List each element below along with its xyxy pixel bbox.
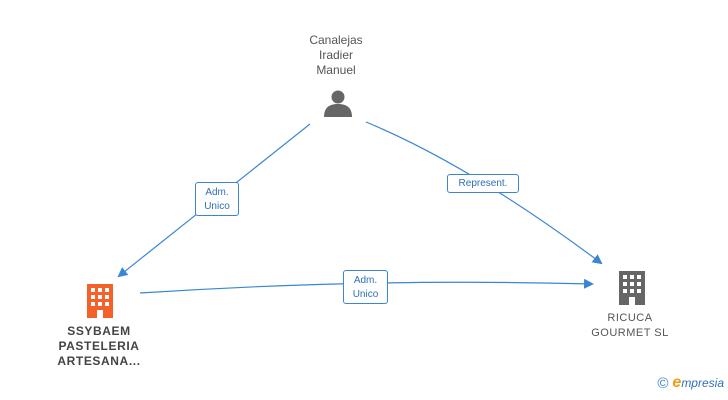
person-name-line-3: Manuel [316,63,356,77]
building-icon[interactable] [85,284,115,318]
brand-footer[interactable]: © e mpresia [657,374,724,392]
company-left-name-line-1: SSYBAEM [67,324,131,338]
company-right-name-line-1: RICUCA [607,312,653,324]
edge-2-label-line-1: Represent. [458,178,508,189]
company-right-name-line-2: GOURMET SL [591,327,669,339]
person-name-label[interactable]: Canalejas Iradier Manuel [296,33,376,78]
edge-label-adm-unico: Adm. Unico [343,270,388,304]
person-name-line-2: Iradier [318,48,353,62]
edge-3-label-line-2: Unico [352,289,379,300]
brand-logo-text: mpresia [681,376,724,390]
copyright-icon: © [657,374,669,392]
brand-logo-e: e [672,374,682,391]
person-icon[interactable] [323,89,353,117]
building-icon[interactable] [617,271,647,305]
company-right-name-label[interactable]: RICUCA GOURMET SL [578,311,682,341]
edge-1-label-line-1: Adm. [205,187,229,198]
edge-label-represent: Represent. [447,174,519,193]
person-name-line-1: Canalejas [309,33,363,47]
edge-label-adm-unico: Adm. Unico [195,182,239,216]
company-left-name-line-2: PASTELERIA [58,339,140,353]
edge-1-label-line-2: Unico [204,201,230,212]
edge-3-label-line-1: Adm. [353,275,378,286]
company-left-name-line-3: ARTESANA... [57,354,141,368]
company-left-name-label[interactable]: SSYBAEM PASTELERIA ARTESANA... [38,324,160,369]
